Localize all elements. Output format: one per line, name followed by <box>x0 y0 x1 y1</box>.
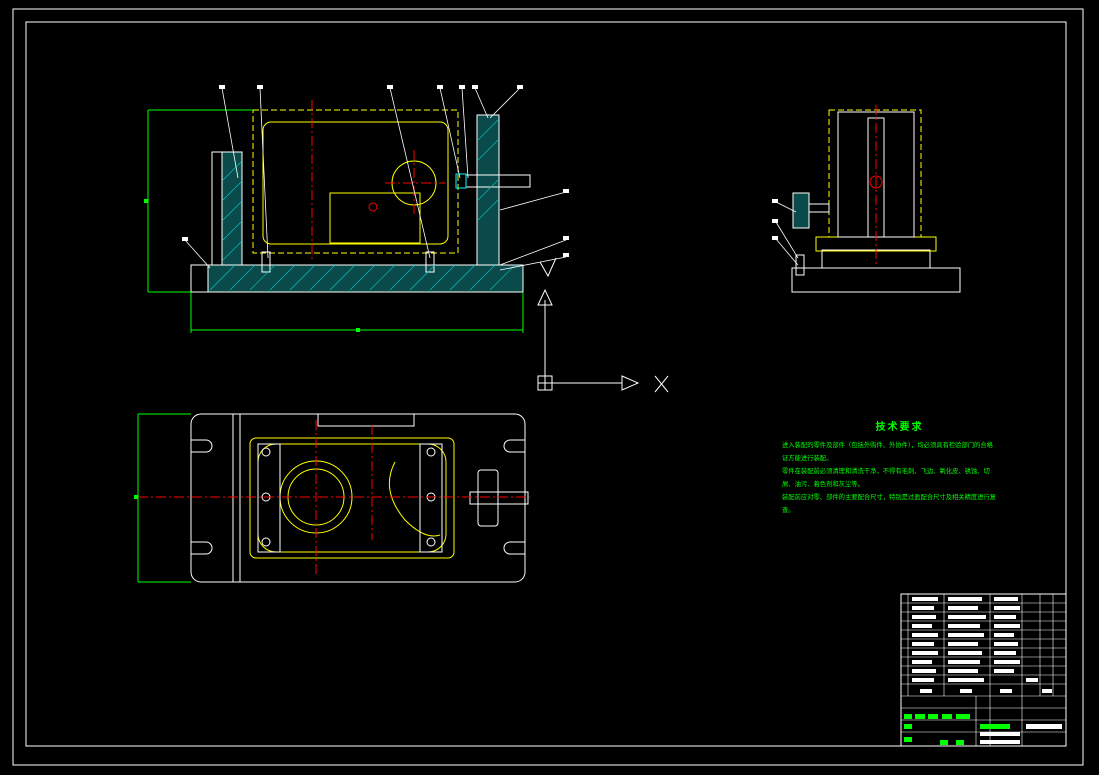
left-support <box>221 151 243 266</box>
top-base <box>190 413 526 583</box>
left-support-edge <box>211 151 223 266</box>
top-view <box>134 413 530 583</box>
side-base <box>791 267 961 293</box>
workpiece-slot <box>329 192 421 244</box>
surface-finish-symbol <box>539 257 557 278</box>
outer-border <box>12 8 1084 766</box>
top-dimensions <box>137 413 191 583</box>
workpiece-outline <box>252 109 459 254</box>
technical-requirements: 技术要求 进入装配的零件及部件（包括外购件、外协件），均必须具有检验部门的合格证… <box>782 418 997 517</box>
clamp-pad <box>455 173 467 189</box>
top-clamp-block <box>477 469 499 527</box>
top-screw <box>469 491 529 505</box>
side-screw <box>808 203 830 213</box>
side-bolt <box>795 254 805 276</box>
front-dimensions <box>147 109 524 333</box>
ucs-icon <box>537 288 669 393</box>
base-plate-end <box>190 264 209 293</box>
title-block <box>900 593 1067 747</box>
pin-hole <box>368 202 378 212</box>
title-block-text <box>912 597 1052 693</box>
bolt-right <box>425 251 435 273</box>
top-slots <box>191 439 525 555</box>
side-view <box>772 105 961 293</box>
side-workpiece <box>828 109 922 238</box>
top-workpiece <box>249 437 455 559</box>
workpiece-body <box>262 121 449 245</box>
tech-requirements-title: 技术要求 <box>875 422 924 433</box>
balloon-markers <box>182 85 569 257</box>
dim-marker-v <box>144 199 148 203</box>
front-view <box>144 85 569 333</box>
tech-requirement-line: 装配前应对零、部件的主要配合尺寸，特别是过盈配合尺寸及相关精度进行复查。 <box>782 494 997 514</box>
inner-border <box>25 21 1067 747</box>
hatch-lines <box>209 119 516 291</box>
base-plate <box>207 264 524 293</box>
tech-requirement-line: 进入装配的零件及部件（包括外购件、外协件），均必须具有检验部门的合格证方能进行装… <box>782 442 993 462</box>
side-pin <box>869 175 883 189</box>
side-bracket <box>792 192 810 229</box>
dim-marker-h <box>356 328 360 332</box>
tech-requirement-line: 零件在装配前必须清理和清洗干净，不得有毛刺、飞边、氧化皮、锈蚀、切屑、油污、着色… <box>782 468 990 488</box>
leader-lines <box>184 87 567 271</box>
title-block-green <box>904 714 1010 745</box>
bolt-left <box>261 251 271 273</box>
